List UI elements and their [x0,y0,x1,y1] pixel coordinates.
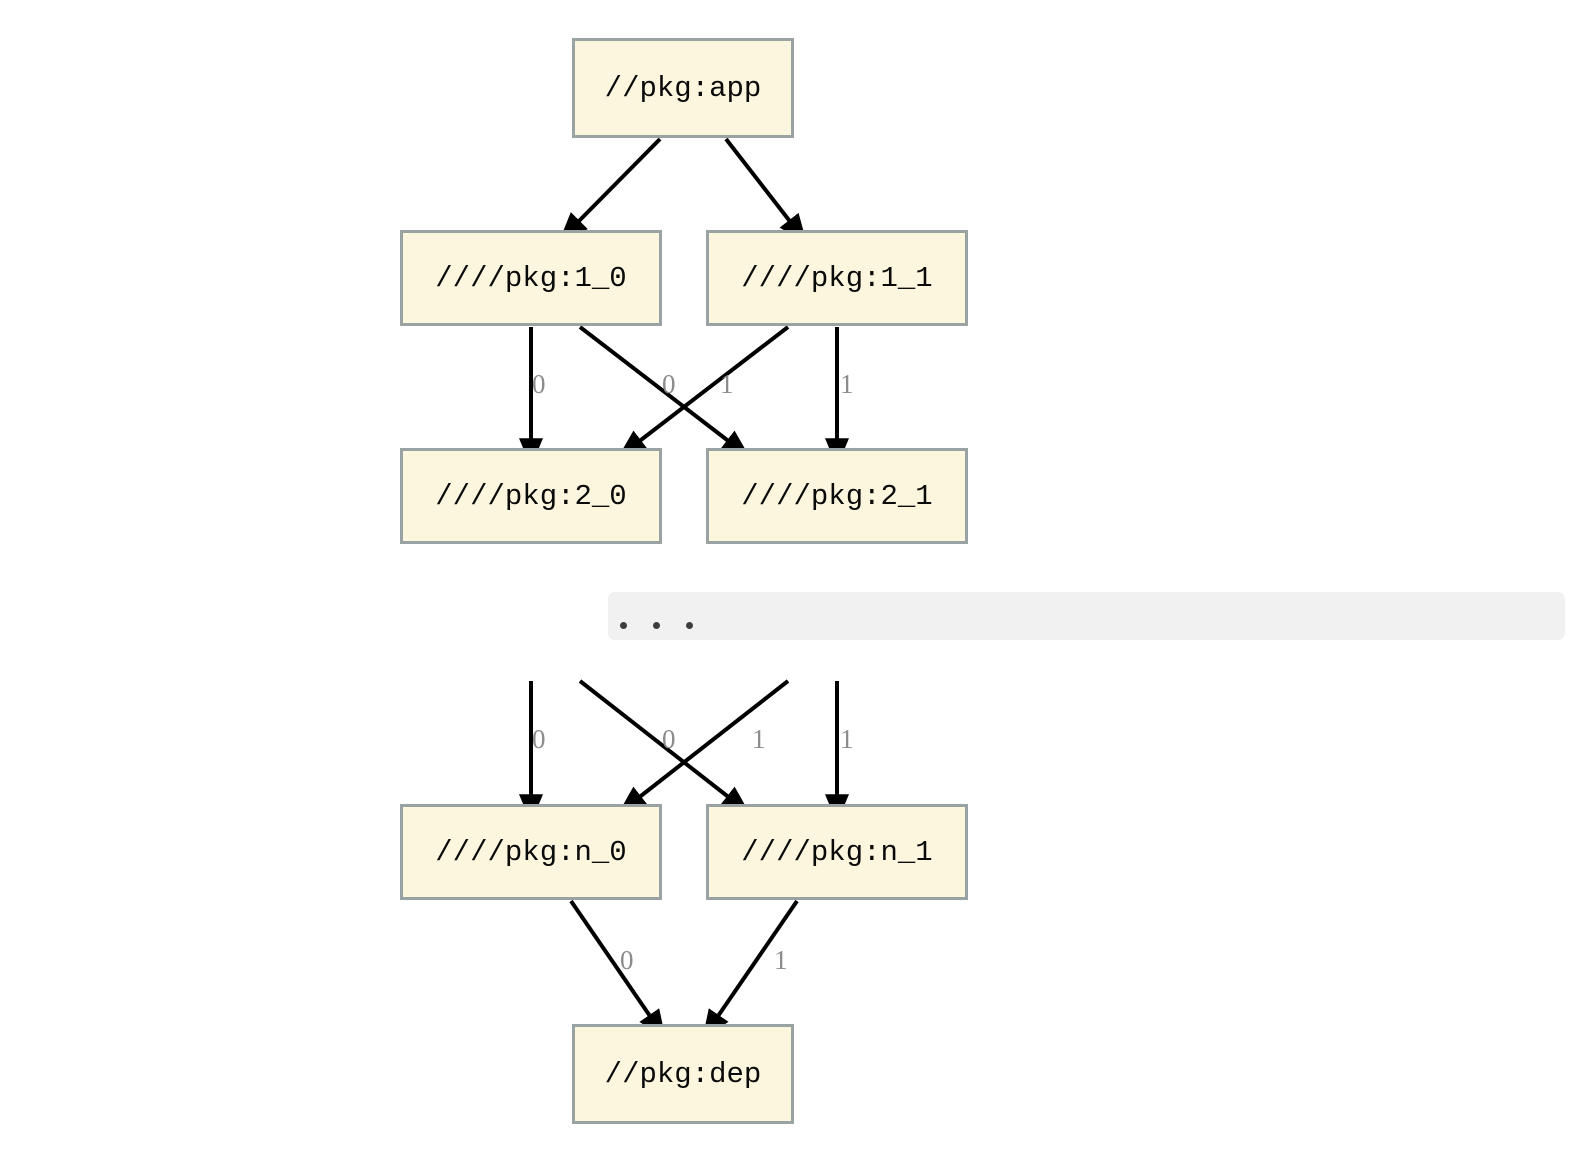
edge-label: 1 [840,369,854,399]
node-dep[interactable]: //pkg:dep [572,1024,794,1124]
node-n1_1[interactable]: ////pkg:1_1 [706,230,968,326]
ellipsis-separator-band [608,592,1565,640]
node-label: ////pkg:1_1 [741,261,933,295]
edge-label: 1 [720,369,734,399]
ellipsis-dot [620,622,627,629]
ellipsis-dot [653,622,660,629]
node-label: ////pkg:n_0 [435,835,627,869]
ellipsis-dots [620,622,693,629]
edge-arrow [702,899,799,1039]
edge-label: 0 [662,369,676,399]
edge-arrow [578,679,750,814]
node-label: //pkg:dep [604,1057,762,1091]
node-n1_0[interactable]: ////pkg:1_0 [400,230,662,326]
edge-label: 0 [620,945,634,975]
edge-arrow [578,325,751,458]
node-label: //pkg:app [604,71,762,105]
edge-label: 0 [532,724,546,754]
edges-group [519,137,849,1039]
node-label: ////pkg:2_0 [435,479,627,513]
node-n2_0[interactable]: ////pkg:2_0 [400,448,662,544]
node-label: ////pkg:2_1 [741,479,933,513]
node-n2_1[interactable]: ////pkg:2_1 [706,448,968,544]
ellipsis-dot [686,622,693,629]
edge-label: 0 [532,369,546,399]
edge-label: 0 [662,724,676,754]
edge-label: 1 [774,945,788,975]
edge-label: 1 [840,724,854,754]
edge-arrow [617,325,790,458]
edge-arrow [569,899,666,1039]
node-nn_1[interactable]: ////pkg:n_1 [706,804,968,900]
edge-arrow [559,137,662,242]
edge-arrow [724,137,807,243]
node-nn_0[interactable]: ////pkg:n_0 [400,804,662,900]
edge-label: 1 [752,724,766,754]
node-label: ////pkg:n_1 [741,835,933,869]
edge-arrow [618,679,790,814]
node-label: ////pkg:1_0 [435,261,627,295]
node-app[interactable]: //pkg:app [572,38,794,138]
